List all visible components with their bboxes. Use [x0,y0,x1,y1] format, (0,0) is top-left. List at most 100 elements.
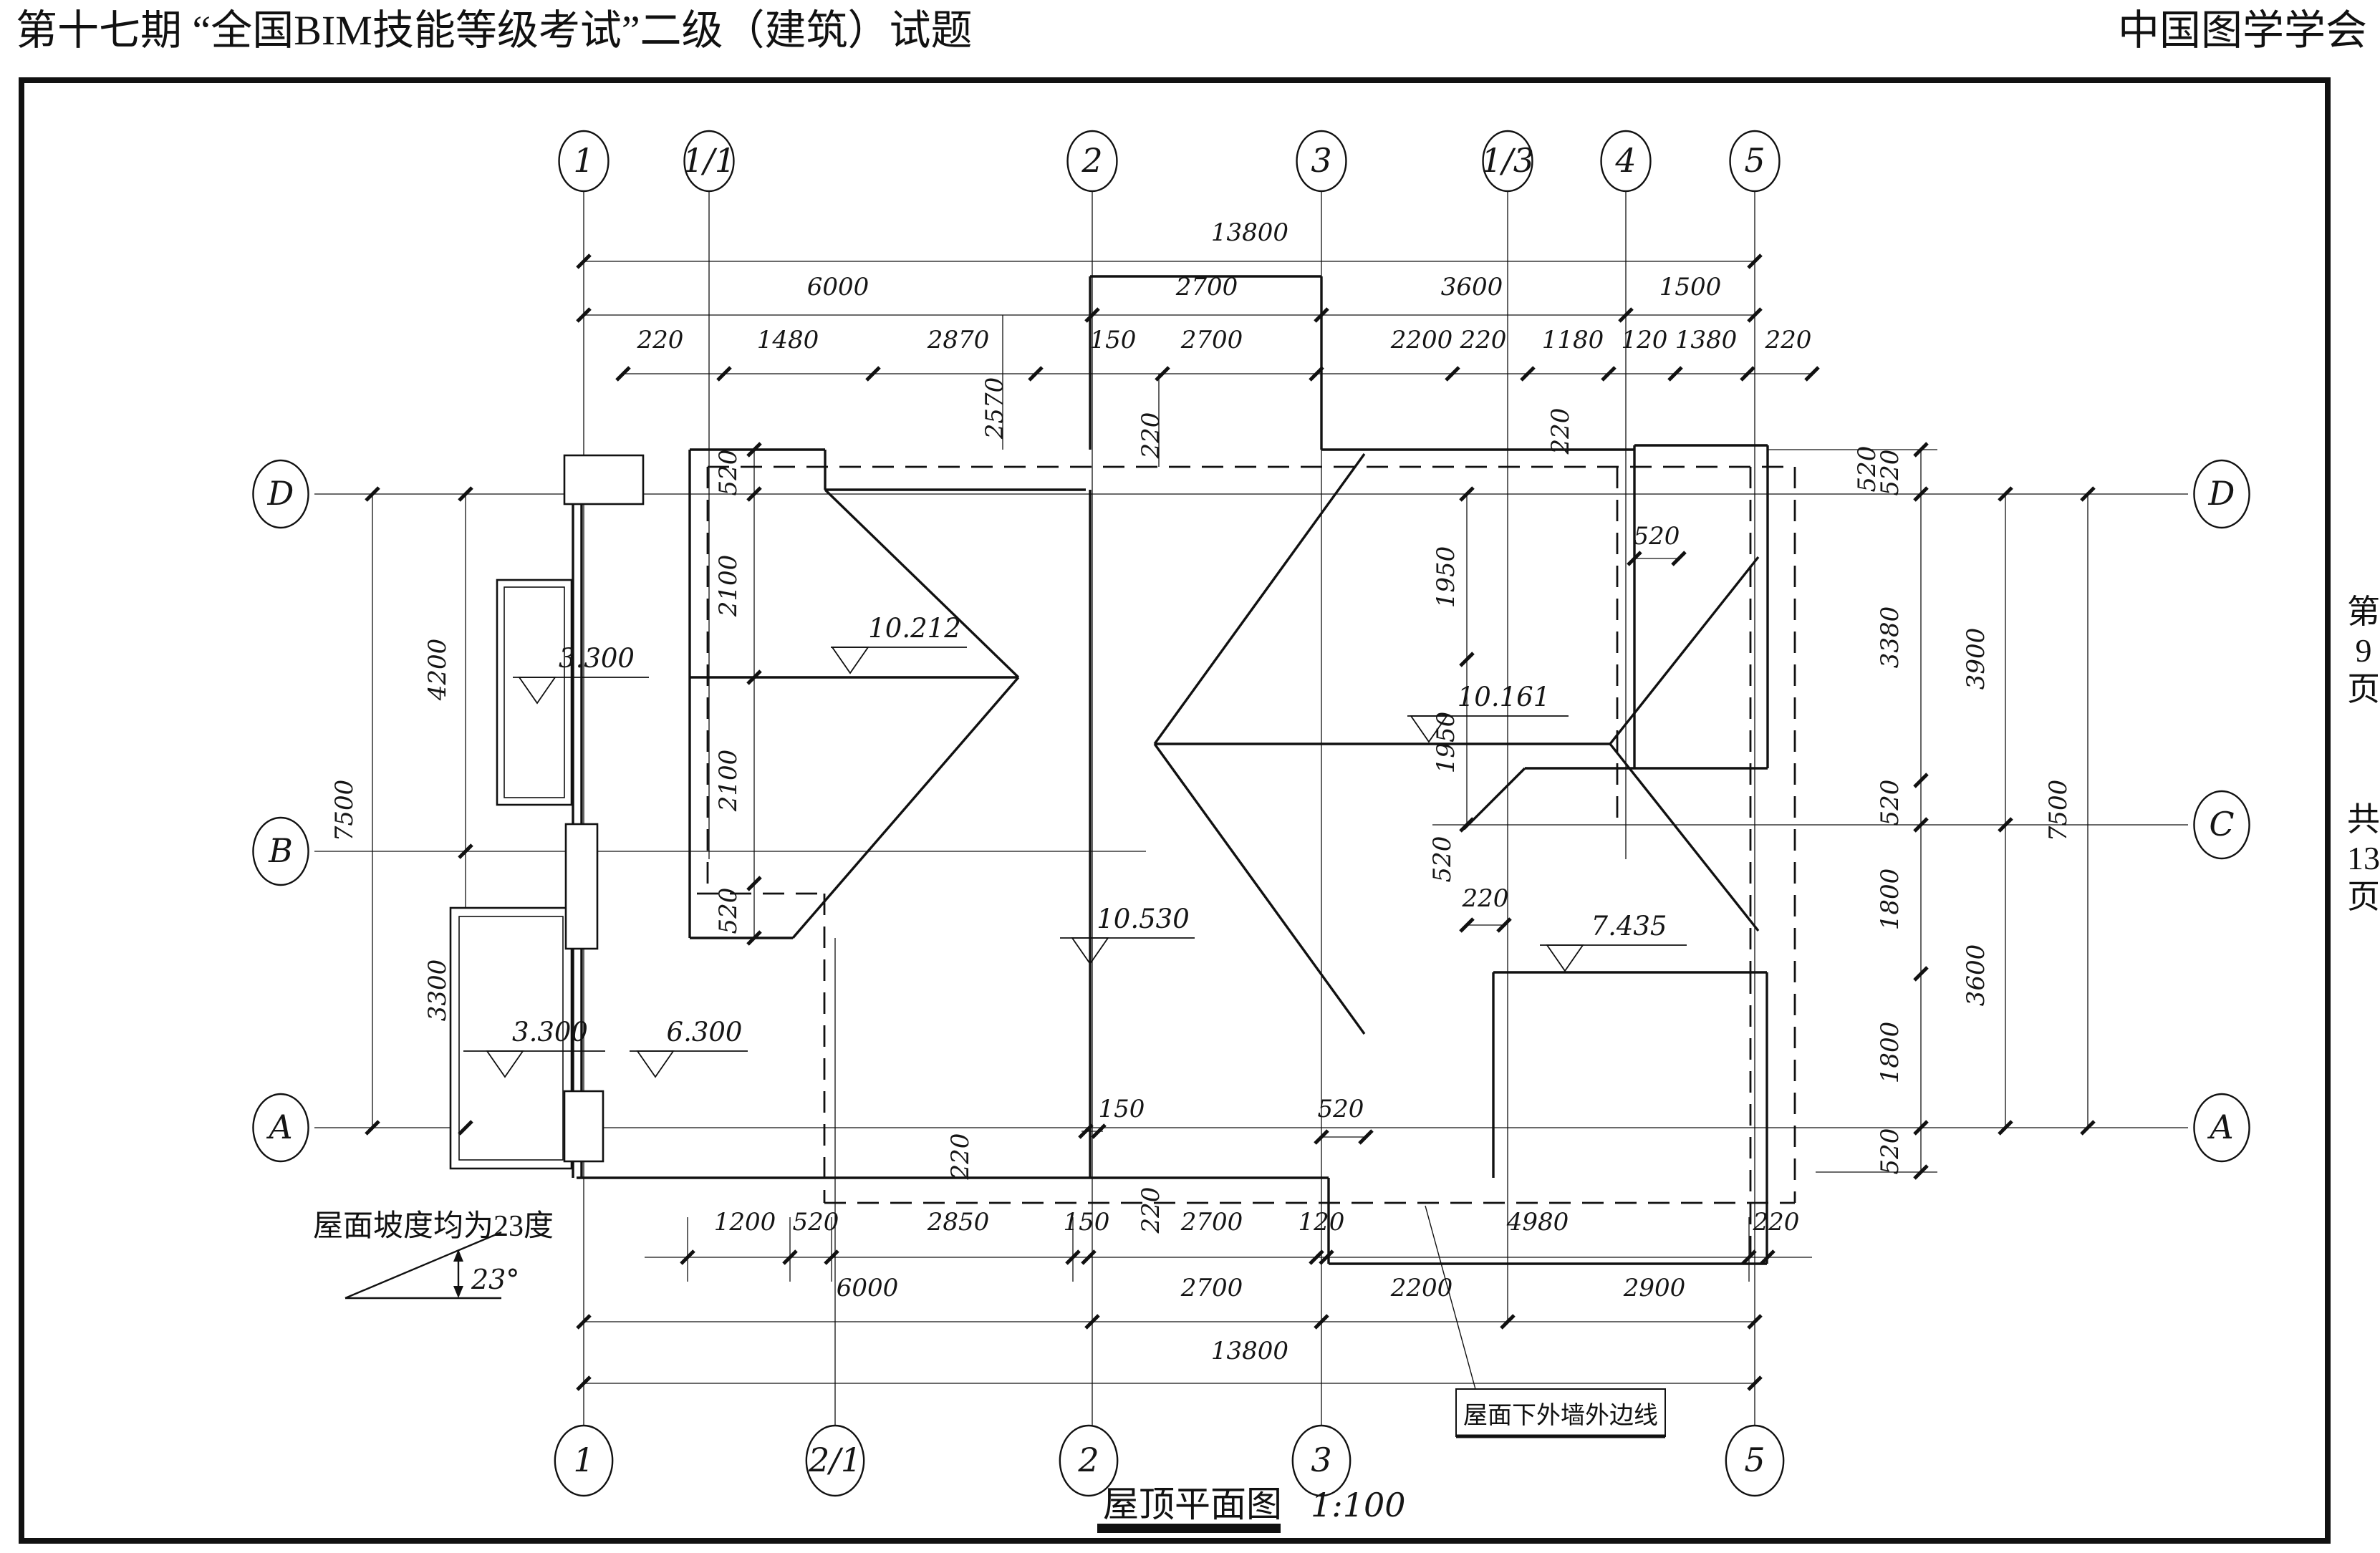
dim-tick [1913,1164,1929,1180]
grid-bubble-label: 2 [1081,141,1102,180]
dim-tick [1084,1314,1100,1330]
dim-tick [1314,307,1329,323]
dim-label: 2200 [1390,326,1453,354]
grid-bubble [252,816,309,886]
wall-rect [504,586,565,798]
level-triangle [1410,715,1448,743]
dim-label: 6000 [807,273,869,301]
dim-tick [1081,1249,1097,1265]
dim-label: 2200 [1390,1274,1453,1302]
dim-label: 13800 [1211,1337,1288,1365]
dim-label: 2870 [927,326,990,354]
dim-label: 520 [1876,1128,1904,1175]
dim-tick [746,442,762,458]
roof-outline [824,488,1020,679]
dim-tick [1740,366,1755,382]
page-margin-text: 第 [2347,594,2380,630]
dim-label: 6000 [837,1274,899,1302]
dim-label: 3380 [1876,606,1904,669]
dim-label: 2700 [1175,273,1238,301]
grid-bubble [1482,130,1533,193]
dim-tick [1091,1123,1107,1139]
sheet-border [19,77,2331,1544]
grid-bubble [252,459,309,529]
dim-label: 4200 [423,639,452,702]
dim-label: 120 [1622,326,1668,354]
dim-tick [1084,307,1100,323]
dim-tick [680,1249,695,1265]
dim-tick [1913,966,1929,982]
grid-bubble-label: 3 [1311,1441,1331,1479]
dim-tick [1155,366,1170,382]
wall-rect [563,1090,604,1163]
dim-tick [1459,652,1475,667]
grid-bubble-label: 1/1 [683,141,736,180]
level-triangle [518,677,557,705]
dim-tick [1998,486,2013,502]
dim-label: 520 [1428,836,1457,883]
dim-tick [1459,917,1475,933]
dim-label: 520 [714,450,743,496]
dim-tick [1314,1129,1329,1145]
level-value: 3.300 [512,1017,588,1048]
dim-tick [1358,1129,1374,1145]
dim-tick [365,486,380,502]
dim-tick [576,307,592,323]
dim-tick [1747,1375,1763,1391]
grid-bubble [1600,130,1652,193]
dim-tick [458,843,473,859]
dim-tick [1500,1314,1516,1330]
grid-bubble-label: D [2208,474,2235,513]
grid-bubble-label: 2 [1077,1441,1099,1479]
level-value: 6.300 [667,1017,743,1048]
grid-bubble-label: A [266,1108,292,1146]
title-underline [1097,1524,1281,1533]
wall-rect [458,916,564,1161]
wall-rect [563,454,645,505]
wall-edge-note-text: 屋面下外墙外边线 [1463,1402,1658,1429]
dim-label: 3300 [423,959,452,1022]
drawing-title: 屋顶平面图 1:100 [1097,1484,1406,1533]
dim-label: 1500 [1659,273,1722,301]
grid-bubble [1296,130,1347,193]
roof-outline [1463,767,1526,831]
drawing-scale: 1:100 [1311,1486,1406,1524]
dim-tick [1496,917,1512,933]
wall-edge-note: 屋面下外墙外边线 [1425,1205,1666,1438]
dim-tick [1065,1249,1081,1265]
dim-tick [746,669,762,685]
grid-bubble [2193,790,2250,860]
grid-bubble-label: 1/3 [1481,141,1534,180]
org-name: 中国图学学会 [2118,7,2367,54]
dim-tick [1998,1120,2013,1136]
dim-label: 520 [714,888,743,934]
grid-bubble [554,1424,614,1497]
dim-label: 1180 [1542,326,1604,354]
roof-outline [1609,742,1760,932]
dim-label: 220 [1462,884,1509,913]
dim-tick [782,1249,798,1265]
level-triangle [486,1050,524,1078]
level-triangle [636,1050,675,1078]
dim-label: 7500 [2044,780,2073,842]
page-margin-text: 页 [2347,671,2380,707]
slope-angle: 23° [471,1264,519,1295]
dim-tick [1760,1249,1776,1265]
roof-outline [791,676,1020,939]
dim-label: 520 [1853,446,1882,493]
level-value: 10.212 [868,613,960,644]
dim-tick [865,366,881,382]
dim-tick [1913,1120,1929,1136]
dim-tick [1747,253,1763,269]
dim-label: 220 [1546,408,1575,455]
level-triangle [831,647,869,674]
dim-tick [365,1120,380,1136]
dim-tick [716,366,732,382]
page-margin-text: 13 [2347,840,2380,876]
dim-tick [1627,551,1642,566]
dim-label: 150 [1090,326,1137,354]
dim-label: 2570 [981,377,1009,440]
dim-tick [824,1249,839,1265]
